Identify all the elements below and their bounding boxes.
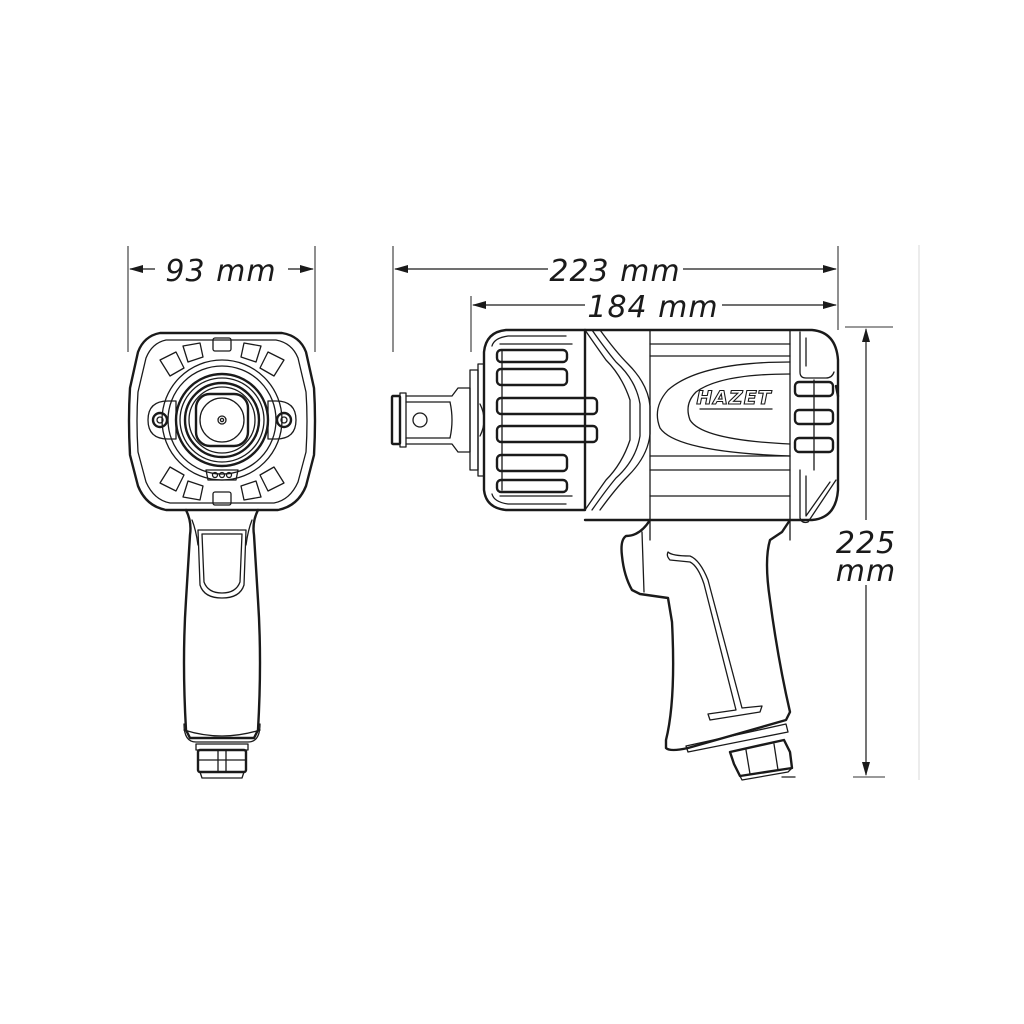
arrow-down-icon xyxy=(862,762,870,776)
dimension-label-184mm: 184 mm xyxy=(587,290,718,325)
front-vents-top xyxy=(159,337,285,377)
side-air-inlet xyxy=(728,738,794,781)
front-housing-inner xyxy=(136,339,308,504)
arrow-right-icon xyxy=(823,265,837,273)
arrow-left-icon xyxy=(129,265,143,273)
side-grip-rib xyxy=(666,551,763,721)
dimension-overall-length: 223 mm xyxy=(392,246,839,352)
dimension-body-length: 184 mm xyxy=(470,290,837,352)
side-motor-housing xyxy=(583,328,840,522)
dimension-height: 225 mm xyxy=(836,326,896,778)
front-handle-collar xyxy=(183,723,261,743)
dimension-label-225: 225 xyxy=(836,526,896,561)
front-indicator-plate xyxy=(205,469,239,481)
arrow-right-icon xyxy=(300,265,314,273)
front-trigger-guard xyxy=(197,529,247,599)
front-center-mark xyxy=(217,415,227,425)
side-handle-outline xyxy=(620,518,792,752)
front-housing-outline xyxy=(127,331,317,512)
front-vents-bottom xyxy=(159,466,285,506)
dimension-label-mm: mm xyxy=(836,554,896,589)
front-lug-right xyxy=(267,400,297,440)
dimension-front-width: 93 mm xyxy=(127,246,316,352)
front-anvil-square xyxy=(194,392,250,448)
side-logo-panel xyxy=(656,361,791,457)
front-air-inlet xyxy=(195,743,249,779)
side-rear-cap xyxy=(793,331,840,524)
dimension-label-223mm: 223 mm xyxy=(549,254,680,289)
side-hammer-case xyxy=(482,328,587,512)
side-handle-collar xyxy=(685,723,789,753)
front-view xyxy=(127,331,317,779)
front-handle-outline xyxy=(182,508,262,740)
side-vent-slots xyxy=(495,348,599,494)
side-boot-contour xyxy=(584,329,631,511)
side-front-plate xyxy=(469,369,479,471)
arrow-left-icon xyxy=(472,301,486,309)
side-anvil xyxy=(390,387,471,453)
arrow-right-icon xyxy=(823,301,837,309)
front-lug-left xyxy=(147,400,177,440)
anvil-pin-hole xyxy=(412,412,428,428)
arrow-left-icon xyxy=(394,265,408,273)
side-view: HAZET xyxy=(390,328,840,781)
dimension-label-93mm: 93 mm xyxy=(165,254,276,289)
front-anvil-face xyxy=(199,397,245,443)
arrow-up-icon xyxy=(862,328,870,342)
hazet-logo: HAZET xyxy=(696,387,772,409)
